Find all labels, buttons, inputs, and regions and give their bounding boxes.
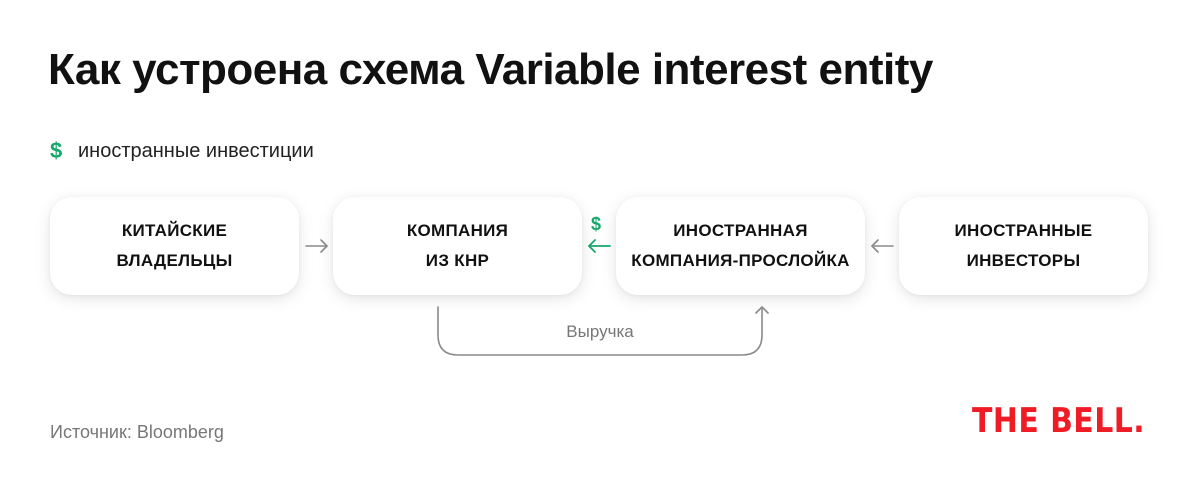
dollar-icon: $ — [50, 138, 63, 163]
node-prc-company: Компания из КНР — [333, 197, 582, 295]
page-title: Как устроена схема Variable interest ent… — [48, 45, 933, 94]
investment-dollar-icon: $ — [591, 214, 602, 234]
node-label: Иностранная компания-прослойка — [631, 221, 850, 270]
the-bell-logo: THE BELL. — [972, 401, 1146, 441]
node-label: Иностранные инвесторы — [954, 221, 1093, 270]
node-foreign-investors: Иностранные инвесторы — [899, 197, 1148, 295]
arrow-owners-to-company — [305, 239, 328, 253]
node-chinese-owners: Китайские владельцы — [50, 197, 299, 295]
arrow-investors-to-intermediary — [871, 239, 894, 253]
legend-label: иностранные инвестиции — [78, 139, 314, 162]
legend: $ иностранные инвестиции — [50, 138, 314, 164]
source-note: Источник: Bloomberg — [50, 422, 224, 442]
node-label: Китайские владельцы — [116, 221, 233, 270]
arrow-investment-to-company — [588, 239, 611, 253]
node-label: Компания из КНР — [406, 221, 509, 270]
node-foreign-intermediary: Иностранная компания-прослойка — [616, 197, 865, 295]
revenue-label: Выручка — [540, 322, 660, 342]
